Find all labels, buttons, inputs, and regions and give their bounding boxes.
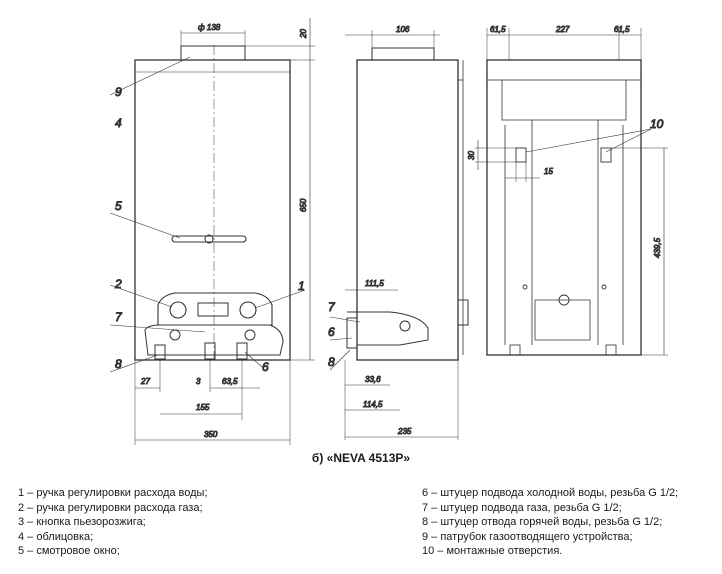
back-view: 61,5 227 61,5 30 15 439,5 10: [467, 25, 668, 356]
legend-item: 10 – монтажные отверстия.: [422, 545, 563, 558]
callout-8: 8: [115, 357, 122, 371]
legend-left-column: 1 – ручка регулировки расхода воды; 2 – …: [18, 486, 398, 559]
back-body-outline: [486, 59, 642, 356]
callout-5: 5: [115, 199, 122, 213]
legend-item: 5 – смотровое окно;: [18, 545, 120, 558]
legend-item: 8 – штуцер отвода горячей воды, резьба G…: [422, 516, 663, 529]
legend-right-column: 6 – штуцер подвода холодной воды, резьба…: [422, 486, 722, 559]
dim-111-5: 111,5: [365, 279, 384, 288]
legend-item: 6 – штуцер подвода холодной воды, резьба…: [422, 487, 679, 499]
callout-10: 10: [650, 117, 664, 131]
callout-7: 7: [115, 310, 123, 324]
callout-side-7: 7: [328, 300, 336, 314]
legend-item: 3 – кнопка пьезорозжига;: [18, 516, 146, 529]
dim-back-right: 61,5: [614, 25, 630, 34]
control-panel: [157, 292, 273, 326]
dim-depth: 235: [397, 427, 412, 436]
dim-3: 3: [196, 377, 201, 386]
callout-side-6: 6: [328, 325, 335, 339]
gas-knob: [169, 301, 187, 319]
dim-height: 650: [299, 198, 308, 212]
technical-drawing: ф 138 20 650 350 27 3 63,5 155 9 4 5 2: [109, 18, 668, 445]
dim-63-5: 63,5: [222, 377, 238, 386]
dim-width: 350: [204, 430, 218, 439]
water-knob: [239, 301, 257, 319]
dim-flue-diameter: ф 138: [198, 23, 221, 32]
callout-9: 9: [115, 85, 122, 99]
dim-back-middle: 227: [555, 25, 570, 34]
callout-6: 6: [262, 360, 269, 374]
flue-outlet: [180, 45, 246, 61]
display: [197, 302, 229, 317]
viewing-window: [171, 235, 247, 243]
dim-155: 155: [196, 403, 210, 412]
front-view: ф 138 20 650 350 27 3 63,5 155 9 4 5 2: [109, 18, 315, 445]
dim-30: 30: [467, 151, 476, 160]
dim-back-left: 61,5: [490, 25, 506, 34]
figure-caption: б) «NEVA 4513P»: [311, 451, 411, 465]
legend-item: 1 – ручка регулировки расхода воды;: [18, 487, 208, 499]
dim-27: 27: [140, 377, 150, 386]
legend-item: 2 – ручка регулировки расхода газа;: [18, 501, 203, 514]
dim-15: 15: [544, 167, 553, 176]
dim-114-5: 114,5: [363, 400, 383, 409]
legend-item: 7 – штуцер подвода газа, резьба G 1/2;: [422, 501, 622, 514]
callout-side-8: 8: [328, 355, 335, 369]
legend-item: 4 – облицовка;: [18, 530, 94, 543]
dim-33-6: 33,6: [365, 375, 381, 384]
callout-1: 1: [298, 279, 305, 293]
side-view: 106 111,5 33,6 114,5 235 7 6 8: [328, 25, 469, 440]
dim-439-5: 439,5: [653, 237, 662, 258]
callout-2: 2: [114, 277, 122, 291]
dim-top: 106: [396, 25, 410, 34]
callout-4: 4: [115, 116, 122, 130]
legend-item: 9 – патрубок газоотводящего устройства;: [422, 530, 633, 543]
dim-flue-height: 20: [299, 29, 308, 39]
